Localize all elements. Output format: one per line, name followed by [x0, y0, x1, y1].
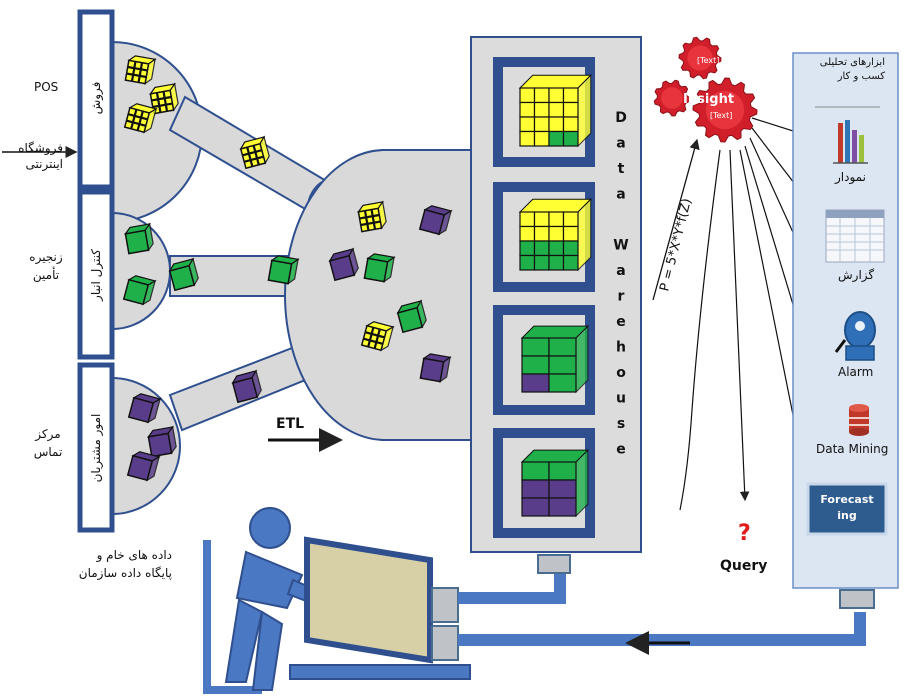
query-label: Query: [720, 558, 768, 574]
data-cube: [328, 247, 359, 282]
warehouse-letter: t: [618, 161, 625, 177]
data-cube: [396, 299, 427, 334]
gear-left-icon: [653, 79, 691, 117]
insight-text-b: [Text]: [710, 111, 732, 120]
hub-cubes: [122, 55, 453, 482]
data-cube: [231, 369, 262, 404]
supply-chain-label: زنجیره تأمین: [29, 250, 63, 282]
query-mark: ?: [738, 521, 751, 546]
database-icon: [849, 404, 869, 436]
call-center-label: مرکز تماس: [33, 427, 63, 459]
data-cube: [357, 200, 387, 233]
data-cube: [419, 353, 452, 383]
report-icon: [825, 209, 885, 263]
warehouse-letter: a: [616, 136, 625, 152]
report-label: گزارش: [838, 268, 875, 282]
warehouse-letter: a: [616, 263, 625, 279]
warehouse-letter: a: [616, 187, 625, 203]
data-cube: [147, 425, 177, 458]
gear-large-icon: [692, 77, 758, 143]
olap-cube: [520, 448, 590, 518]
pos-label: POS: [34, 80, 59, 94]
insight-gears: Insight [Text] [Text]: [653, 36, 758, 143]
warehouse-letter: W: [613, 238, 628, 254]
warehouse-letter: D: [615, 110, 627, 126]
data-cube: [149, 82, 179, 115]
data-cube: [122, 275, 157, 306]
data-cube: [267, 255, 300, 285]
data-cube: [168, 257, 199, 292]
gear-small-icon: [678, 36, 722, 80]
warehouse-letter: u: [616, 391, 626, 407]
warehouse-letter: s: [617, 416, 625, 432]
insight-text-a: [Text]: [697, 56, 719, 65]
forecasting-label: Forecast ing: [820, 493, 874, 522]
data-cube: [418, 205, 453, 236]
source-customer-box: [77, 362, 115, 533]
tools-title: ابزارهای تحلیلی کسب و کار: [819, 57, 885, 82]
warehouse-letter: r: [618, 289, 625, 305]
forecasting-box: [806, 482, 888, 536]
insight-label: Insight: [683, 92, 734, 107]
data-cube: [123, 103, 158, 134]
alarm-label: Alarm: [838, 365, 874, 379]
data-cube: [124, 55, 157, 85]
source-caption: داده های خام و پایگاه داده سازمان: [78, 548, 172, 580]
data-cube: [124, 222, 154, 255]
data-cube: [360, 321, 395, 352]
warehouse-letter: o: [616, 365, 626, 381]
olap-cube: [518, 74, 592, 148]
source-sales-box: [77, 9, 115, 190]
source-inventory-box: [77, 189, 115, 360]
data-cube: [127, 393, 162, 424]
etl-label: ETL: [276, 416, 305, 432]
olap-cube: [518, 198, 592, 272]
data-cube: [363, 253, 396, 283]
olap-cube: [520, 324, 590, 394]
warehouse-letter: h: [616, 340, 626, 356]
data-cube: [126, 451, 161, 482]
warehouse-cubes: [518, 74, 592, 518]
warehouse-letter: e: [616, 314, 626, 330]
warehouse-letter: e: [616, 442, 626, 458]
bar-chart-icon: [833, 120, 868, 164]
user-workstation: [203, 507, 875, 694]
alarm-icon: [834, 311, 876, 361]
data-mining-label: Data Mining: [816, 442, 889, 456]
chart-label: نمودار: [835, 170, 866, 184]
data-cube: [239, 135, 270, 170]
